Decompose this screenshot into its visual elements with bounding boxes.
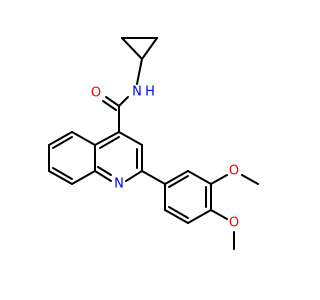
phenyl-bond (187, 209, 212, 224)
phenyl-bond (164, 170, 189, 185)
benzo-bond (71, 170, 96, 185)
methoxy-bond (210, 174, 228, 185)
benzo-bond (71, 131, 96, 146)
methoxy-bond (241, 174, 259, 185)
biaryl-bond (141, 170, 166, 185)
methoxy-bond (210, 209, 228, 220)
methoxy-oxygen-upper-label: O (229, 164, 239, 179)
phenyl-bond (164, 209, 189, 224)
benzo-bond (48, 131, 73, 146)
cyclopropyl-bond (141, 37, 158, 60)
benzo-double-bond-inner (52, 167, 73, 180)
phenyl-bond (187, 170, 212, 185)
quinoline-bond (118, 131, 143, 146)
carbonyl-oxygen-label: O (91, 86, 101, 101)
quinoline-bond (125, 170, 143, 182)
carbonyl-double-bond (102, 100, 117, 111)
benzo-double-bond-inner (52, 136, 73, 149)
cyclopropyl-nitrogen-bond (136, 58, 143, 85)
amide-bond (118, 96, 129, 107)
molecule-structure-diagram: N H O N O O (0, 0, 300, 300)
quinoline-bond (94, 170, 112, 182)
diagram-background (0, 0, 300, 300)
bond-layer (48, 37, 259, 250)
quinoline-bond (94, 131, 120, 146)
atom-label-layer: N H O N O O (91, 85, 239, 231)
methoxy-oxygen-lower-label: O (229, 216, 239, 231)
benzo-bond (48, 170, 73, 185)
ring-nitrogen-label: N (114, 177, 124, 192)
amide-nitrogen-label: N (132, 85, 142, 100)
quinoline-double-bond-inner (97, 166, 112, 176)
phenyl-double-bond-inner (168, 206, 189, 219)
cyclopropyl-bond (121, 37, 143, 60)
phenyl-double-bond-inner (168, 175, 189, 188)
amide-hydrogen-label: H (145, 85, 155, 100)
quinoline-double-bond-inner (99, 136, 120, 149)
carbonyl-double-bond (105, 96, 120, 107)
